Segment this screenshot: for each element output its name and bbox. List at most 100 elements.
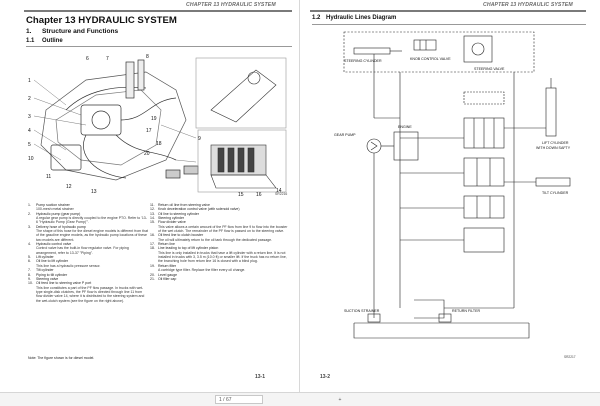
legend-number: 6.: [28, 259, 31, 264]
legend-number: 21.: [150, 276, 155, 281]
callout-9: 9: [198, 136, 201, 142]
callout-18: 18: [156, 141, 162, 147]
callout-16: 16: [256, 192, 262, 198]
section-heading: 1.Structure and Functions: [26, 28, 118, 35]
legend-title: Oil feed line to clutch booster: [158, 233, 204, 238]
legend-number: 5.: [28, 255, 31, 260]
legend-title: Oil line to lift cylinder: [36, 259, 69, 264]
left-page: CHAPTER 13 HYDRAULIC SYSTEM Chapter 13 H…: [0, 0, 300, 392]
callout-11: 11: [46, 174, 51, 180]
legend-number: 7.: [28, 268, 31, 273]
legend-description: Control valve has the built-in flow regu…: [36, 246, 129, 255]
callout-19: 19: [151, 116, 157, 122]
legend-item: 17.Return line: [150, 242, 288, 246]
legend-item: 4. Hydraulic control valve: [28, 242, 148, 246]
callout-20: 20: [144, 151, 150, 157]
legend-title: Steering valve: [36, 276, 59, 281]
legend-number: 2.: [28, 211, 31, 216]
legend-title: Hydraulic control valve: [36, 242, 72, 247]
label-suction-strainer: SUCTION STRAINER: [344, 309, 380, 313]
legend-number: 16.: [150, 233, 155, 238]
legend-number: 20.: [150, 272, 155, 277]
callout-4: 4: [28, 128, 31, 134]
page-number: 13-1: [255, 374, 266, 380]
legend-item: 16.Oil feed line to clutch booster: [150, 233, 288, 237]
legend-item: 12.Knob deceleration control valve (with…: [150, 207, 288, 211]
legend-title: Steering cylinder: [158, 216, 185, 221]
label-lift-cylinder: LIFT CYLINDER: [542, 141, 569, 145]
label-tilt-cylinder: TILT CYLINDER: [542, 191, 569, 195]
legend-description: 100-mesh metal strainer: [36, 207, 74, 212]
callout-5: 5: [28, 142, 31, 148]
legend-number: 4.: [28, 242, 31, 247]
legend-item: 7.Tilt cylinder: [28, 268, 148, 272]
subsection-title: Hydraulic Lines Diagram: [326, 15, 397, 21]
label-steering-cylinder: STEERING CYLINDER: [344, 59, 382, 63]
legend-description: This line is only installed in trucks th…: [158, 250, 287, 264]
legend-number: 19.: [150, 263, 155, 268]
legend-description: The shape of this hose for the diesel en…: [36, 229, 148, 242]
legend-item: 14.Steering cylinder: [150, 216, 288, 220]
legend-item: 11.Return oil line from steering valve: [150, 203, 288, 207]
legend-number: 17.: [150, 242, 155, 247]
legend-title: Piping to tilt cylinder: [36, 272, 68, 277]
legend-title: Flow divider valve: [158, 220, 186, 225]
callout-12: 12: [66, 184, 72, 190]
legend-item: 9. Steering valve: [28, 277, 148, 281]
zoom-in-button[interactable]: +: [338, 396, 342, 403]
legend-number: 8.: [28, 272, 31, 277]
legend-description: A cartridge type filter. Replace the fil…: [158, 268, 246, 273]
legend-item: 8. Piping to tilt cylinder: [28, 273, 148, 277]
pdf-viewer-toolbar: 1 / 67 +: [0, 392, 600, 406]
chapter-title: Chapter 13 HYDRAULIC SYSTEM: [26, 15, 177, 26]
legend-description: This valve allows a certain amount of th…: [158, 224, 288, 234]
legend-title: Pump suction strainer: [36, 203, 70, 207]
legend-number: 10.: [28, 281, 33, 286]
callout-10: 10: [28, 156, 34, 162]
legend-item: 15.Flow divider valve: [150, 220, 288, 224]
callout-2: 2: [28, 96, 31, 102]
running-header: CHAPTER 13 HYDRAULIC SYSTEM: [483, 2, 573, 8]
callout-7: 7: [106, 56, 109, 62]
legend-item: 3. Delivery hose of hydraulic pump: [28, 225, 148, 229]
legend-title: Delivery hose of hydraulic pump: [36, 224, 86, 229]
header-rule: [24, 10, 292, 12]
callout-14: 14: [276, 188, 282, 194]
callout-15: 15: [238, 192, 244, 198]
figure-code: SR2217: [564, 355, 576, 359]
legend-title: Oil line to steering cylinder: [158, 211, 200, 216]
legend-number: 1.: [28, 203, 31, 207]
callout-13: 13: [91, 189, 97, 195]
legend-number: 12.: [150, 207, 155, 212]
document-spread: CHAPTER 13 HYDRAULIC SYSTEM Chapter 13 H…: [0, 0, 600, 392]
page-gutter: [299, 0, 300, 392]
subsection-rule: [26, 46, 292, 47]
legend-description: This line has a hydraulic pressure senso…: [36, 263, 101, 268]
legend-title: Return filter: [158, 263, 177, 268]
legend-item: 21.Oil filler cap: [150, 277, 288, 281]
legend-item: 19.Return filter: [150, 264, 288, 268]
subsection-rule: [312, 24, 586, 25]
legend-number: 9.: [28, 276, 31, 281]
callout-8: 8: [146, 54, 149, 60]
label-engine: ENGINE: [398, 125, 412, 129]
page-number: 13-2: [320, 374, 331, 380]
callout-3: 3: [28, 114, 31, 120]
figure-note: Note: The figure shown is for diesel mod…: [28, 356, 95, 360]
legend-number: 11.: [150, 203, 155, 207]
legend-number: 13.: [150, 211, 155, 216]
legend-number: 14.: [150, 216, 155, 221]
legend-title: Lift cylinder: [36, 255, 54, 260]
page-indicator-field[interactable]: 1 / 67: [215, 395, 263, 404]
legend-title: Level gauge: [158, 272, 178, 277]
section-title: Structure and Functions: [42, 28, 119, 35]
legend-item: 20.Level gauge: [150, 273, 288, 277]
legend-title: Hydraulic pump (gear pump): [36, 211, 81, 216]
hydraulic-layout-illustration: 1 2 3 4 5 6 7 8 9 10 11 12 13 14 15 16 1…: [28, 54, 287, 198]
legend-number: 3.: [28, 224, 31, 229]
